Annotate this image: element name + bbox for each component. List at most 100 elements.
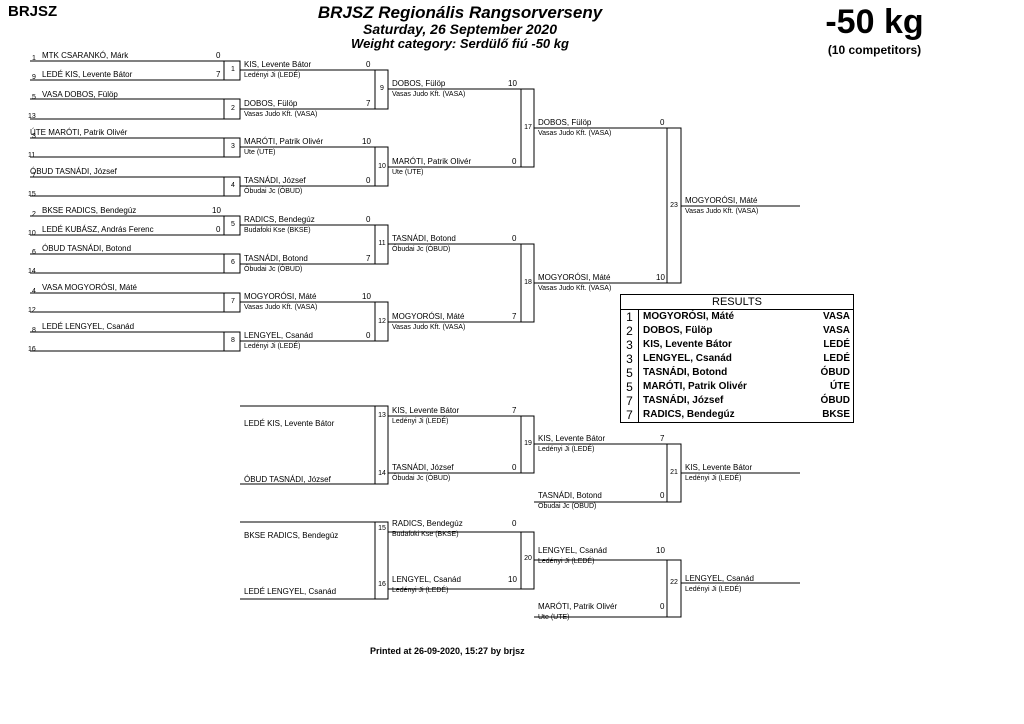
match-score: 0 — [660, 118, 665, 127]
results-club: VASA — [822, 325, 850, 336]
match-score: 10 — [656, 273, 665, 282]
results-club: ÓBUD — [820, 367, 850, 378]
results-name: TASNÁDI, Botond — [643, 367, 728, 378]
competitor-club: Vasas Judo Kft. (VASA) — [538, 130, 612, 137]
competitor-name: TASNÁDI, József — [392, 463, 454, 472]
entry-score: 10 — [212, 206, 221, 215]
competitor-club: Ledényi Ji (LEDÉ) — [392, 418, 449, 425]
repechage-entry: LEDÉ LENGYEL, Csanád — [244, 587, 337, 596]
competitor-name: DOBOS, Fülöp — [244, 99, 298, 108]
results-club: ÚTE — [830, 381, 850, 392]
match-number: 19 — [524, 440, 532, 447]
results-row: 5 MARÓTI, Patrik Olivér ÚTE — [621, 380, 853, 394]
match-number: 4 — [231, 182, 235, 189]
match-score: 7 — [512, 406, 517, 415]
organizer-label: BRJSZ — [8, 3, 58, 20]
competitor-name: TASNÁDI, Botond — [538, 491, 602, 500]
weight-class-label: -50 kg — [825, 3, 924, 41]
match-number: 17 — [524, 124, 532, 131]
seed-number: 12 — [28, 307, 36, 314]
match-number: 10 — [378, 163, 386, 170]
competitor-club: Óbudai Jc (ÓBUD) — [244, 188, 303, 195]
results-name: LENGYEL, Csanád — [643, 353, 732, 364]
results-row: 3 LENGYEL, Csanád LEDÉ — [621, 352, 853, 366]
competitor-name: MARÓTI, Patrik Olivér — [392, 157, 472, 166]
results-place: 5 — [621, 380, 639, 394]
competitor-club: Vasas Judo Kft. (VASA) — [538, 285, 612, 292]
bronze-club: Ledényi Ji (LEDÉ) — [685, 586, 742, 593]
match-number: 22 — [670, 579, 678, 586]
match-number: 7 — [231, 298, 235, 305]
entry-name: LEDÉ KIS, Levente Bátor — [42, 70, 133, 79]
match-number: 18 — [524, 279, 532, 286]
match-number: 5 — [231, 221, 235, 228]
competitor-club: Vasas Judo Kft. (VASA) — [392, 91, 466, 98]
competitor-name: TASNÁDI, József — [244, 176, 306, 185]
match-score: 10 — [362, 292, 371, 301]
repechage-entry: BKSE RADICS, Bendegúz — [244, 531, 339, 540]
entry-score: 0 — [216, 225, 221, 234]
seed-number: 15 — [28, 191, 36, 198]
competitor-club: Ute (UTE) — [244, 149, 276, 156]
match-number: 15 — [378, 525, 386, 532]
competitor-club: Ledényi Ji (LEDÉ) — [538, 446, 595, 453]
competitor-name: MOGYORÓSI, Máté — [538, 273, 611, 282]
competitor-club: Óbudai Jc (ÓBUD) — [392, 475, 451, 482]
match-number: 12 — [378, 318, 386, 325]
entry-name: BKSE RADICS, Bendegúz — [42, 206, 137, 215]
competitor-name: KIS, Levente Bátor — [392, 406, 460, 415]
bronze-name: KIS, Levente Bátor — [685, 463, 753, 472]
match-score: 0 — [660, 491, 665, 500]
results-place: 3 — [621, 352, 639, 366]
competitor-name: LENGYEL, Csanád — [244, 331, 313, 340]
competitor-name: DOBOS, Fülöp — [392, 79, 446, 88]
match-score: 0 — [366, 331, 371, 340]
seed-number: 6 — [32, 249, 36, 256]
seed-number: 10 — [28, 230, 36, 237]
results-club: LEDÉ — [823, 353, 850, 364]
match-number: 21 — [670, 469, 678, 476]
match-number: 9 — [380, 85, 384, 92]
seed-number: 8 — [32, 327, 36, 334]
results-place: 7 — [621, 394, 639, 408]
seed-number: 1 — [32, 55, 36, 62]
match-score: 7 — [660, 434, 665, 443]
entry-name: ÚTE MARÓTI, Patrik Olivér — [30, 128, 128, 137]
match-score: 0 — [366, 60, 371, 69]
tournament-date: Saturday, 26 September 2020 — [362, 21, 558, 37]
results-name: RADICS, Bendegúz — [643, 409, 735, 420]
competitor-name: MARÓTI, Patrik Olivér — [244, 137, 324, 146]
results-name: DOBOS, Fülöp — [643, 325, 713, 336]
competitor-name: LENGYEL, Csanád — [538, 546, 607, 555]
results-club: VASA — [822, 311, 850, 322]
results-name: MOGYORÓSI, Máté — [643, 311, 735, 322]
match-number: 6 — [231, 259, 235, 266]
entry-name: VASA DOBOS, Fülöp — [42, 90, 118, 99]
match-number: 16 — [378, 581, 386, 588]
competitor-club: Vasas Judo Kft. (VASA) — [392, 324, 466, 331]
competitor-name: KIS, Levente Bátor — [538, 434, 606, 443]
bronze-name: LENGYEL, Csanád — [685, 574, 754, 583]
match-number: 13 — [378, 412, 386, 419]
entry-name: ÓBUD TASNÁDI, József — [30, 167, 117, 176]
competitor-club: Budafoki Kse (BKSE) — [244, 227, 311, 234]
competitor-name: KIS, Levente Bátor — [244, 60, 312, 69]
competitor-club: Ledényi Ji (LEDÉ) — [244, 343, 301, 350]
seed-number: 14 — [28, 268, 36, 275]
match-number: 8 — [231, 337, 235, 344]
match-score: 0 — [366, 215, 371, 224]
competitor-name: LENGYEL, Csanád — [392, 575, 461, 584]
match-score: 0 — [660, 602, 665, 611]
match-score: 10 — [362, 137, 371, 146]
results-name: MARÓTI, Patrik Olivér — [643, 381, 747, 392]
match-score: 0 — [512, 157, 517, 166]
match-score: 7 — [512, 312, 517, 321]
match-score: 0 — [512, 463, 517, 472]
results-name: TASNÁDI, József — [643, 395, 724, 406]
entry-name: MTK CSARANKÓ, Márk — [42, 51, 129, 60]
